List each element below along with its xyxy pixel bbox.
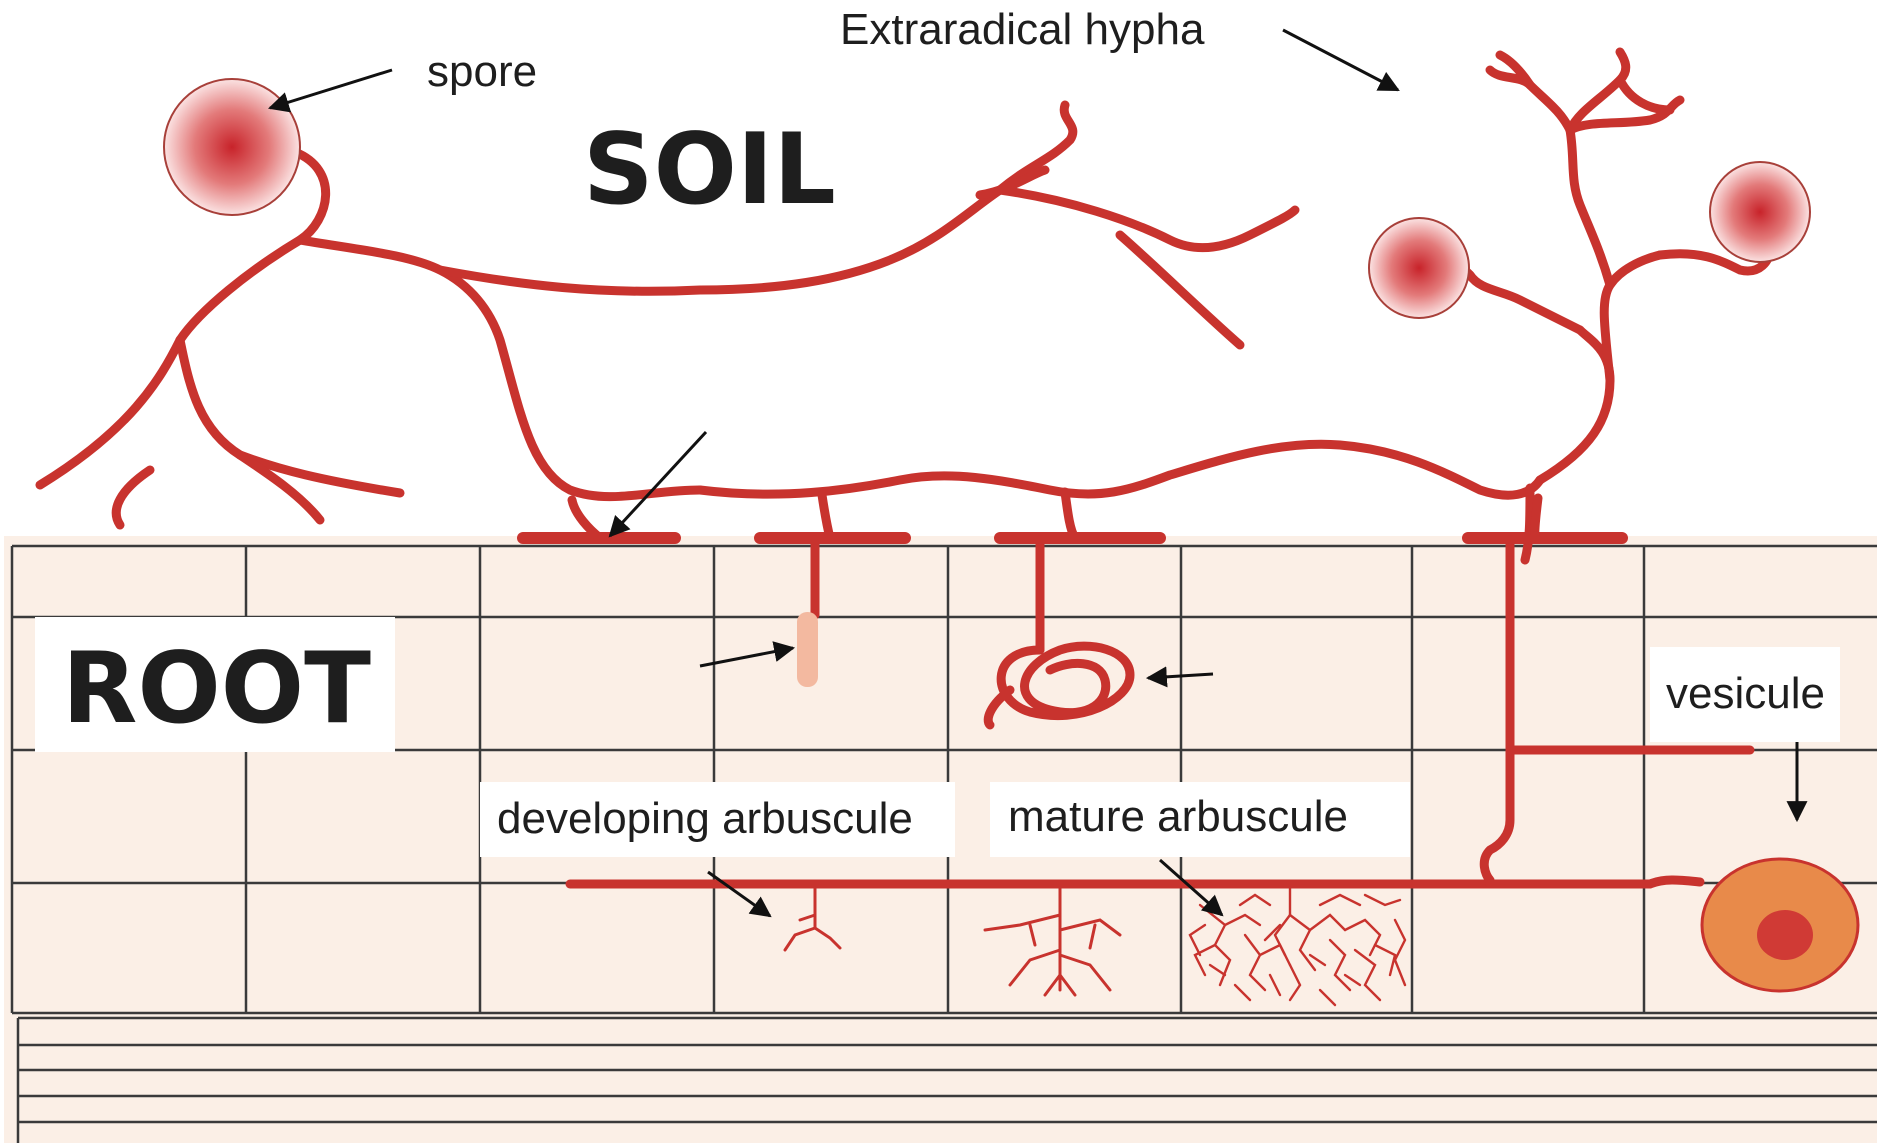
vesicle	[1702, 859, 1858, 991]
extraradical-arrow	[1283, 30, 1398, 90]
hyphal-network	[40, 52, 1770, 560]
vesicule-label: vesicule	[1666, 669, 1825, 718]
spore-left	[164, 79, 300, 215]
soil-label: SOIL	[583, 113, 836, 227]
hyphopodia-stalks	[572, 492, 1538, 538]
root-label: ROOT	[62, 632, 371, 746]
appressorium-tip	[797, 612, 818, 687]
extraradical-hypha-label: Extraradical hypha	[840, 5, 1205, 54]
spore-arrow	[270, 70, 392, 108]
vesicle-nucleus	[1757, 910, 1813, 960]
spore-label: spore	[427, 47, 537, 96]
hyphopodium-arrow	[610, 432, 706, 536]
developing-arbuscule-label: developing arbuscule	[497, 794, 913, 843]
spore-right	[1710, 162, 1810, 262]
spore-middle	[1369, 218, 1469, 318]
mature-arbuscule-label: mature arbuscule	[1008, 792, 1348, 841]
